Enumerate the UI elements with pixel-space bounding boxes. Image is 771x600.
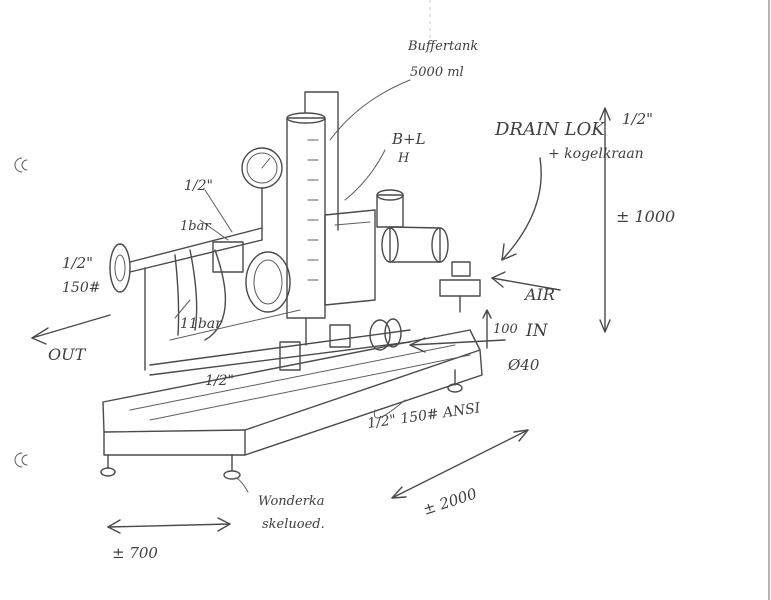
out-label: OUT bbox=[48, 345, 87, 364]
gauge-h-label: H bbox=[397, 151, 410, 166]
inlet-piping bbox=[149, 318, 411, 376]
in-size-label: 100 bbox=[493, 322, 518, 337]
out-size-label: 1/2" bbox=[62, 254, 93, 272]
gauge-label: B+L bbox=[391, 130, 426, 148]
tank-label: Buffertank bbox=[407, 39, 478, 54]
castor-leg-front-mid bbox=[223, 454, 241, 480]
binder-hole-top bbox=[14, 157, 28, 173]
tank-volume-label: 5000 ml bbox=[410, 65, 464, 80]
castor-leg-rear-right bbox=[447, 369, 463, 393]
drain-note-label: + kogelkraan bbox=[548, 146, 644, 162]
regulator-block bbox=[324, 209, 376, 306]
air-arrow bbox=[491, 271, 561, 291]
air-label: AIR bbox=[523, 285, 555, 304]
height-dimension bbox=[599, 107, 611, 333]
half-inch-mid-label: 1/2" bbox=[205, 373, 234, 389]
skid-base bbox=[102, 329, 483, 456]
height-label: ± 1000 bbox=[616, 207, 675, 226]
length-label: ± 2000 bbox=[421, 484, 480, 518]
castors-label-2: skeluoed. bbox=[262, 517, 325, 532]
binder-hole-bottom bbox=[14, 452, 28, 468]
one-bar-label: 1bar bbox=[180, 219, 211, 234]
outlet-valve bbox=[109, 227, 263, 371]
drain-valve bbox=[439, 261, 481, 313]
in-dia-label: Ø40 bbox=[507, 356, 540, 374]
castor-leg-front-left bbox=[100, 454, 116, 477]
length-dimension bbox=[391, 429, 529, 499]
in-arrow bbox=[409, 337, 506, 353]
leader-lines bbox=[174, 79, 411, 493]
ansi-label: 1/2" 150# ANSI bbox=[366, 400, 481, 432]
eleven-bar-label: 11bar bbox=[180, 316, 223, 332]
drain-arrow bbox=[501, 157, 542, 261]
width-label: ± 700 bbox=[112, 544, 158, 562]
filter-housing bbox=[245, 251, 291, 313]
valve-manifold bbox=[169, 241, 301, 341]
buffer-tank bbox=[286, 91, 339, 346]
out-arrow bbox=[31, 314, 111, 345]
drain-size-label: 1/2" bbox=[622, 110, 653, 128]
pressure-gauge bbox=[241, 147, 283, 241]
motor-unit bbox=[376, 189, 449, 263]
in-height-dimension bbox=[482, 309, 492, 349]
in-label: IN bbox=[525, 321, 549, 341]
half-inch-top-label: 1/2" bbox=[184, 178, 213, 194]
width-dimension bbox=[107, 517, 231, 534]
drain-lok-label: DRAIN LOK bbox=[494, 119, 606, 140]
out-rating-label: 150# bbox=[62, 280, 100, 296]
castors-label: Wonderka bbox=[258, 494, 325, 509]
